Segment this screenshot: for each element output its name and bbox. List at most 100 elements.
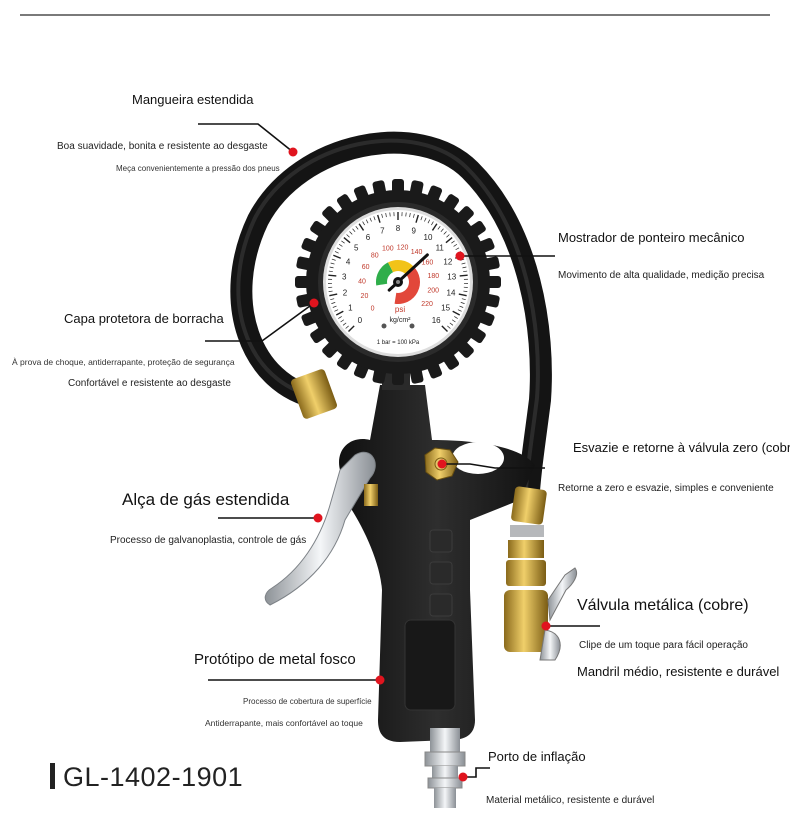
kg-tick	[453, 243, 458, 247]
kg-tick	[358, 223, 365, 231]
kg-tick	[463, 290, 468, 292]
kg-tick	[462, 266, 467, 269]
psi-tick-label: 0	[371, 305, 375, 312]
kg-tick-label: 12	[443, 257, 452, 266]
callout-inflation-port-title: Porto de inflação	[488, 749, 586, 764]
kg-tick	[445, 237, 453, 244]
kg-tick	[332, 305, 337, 308]
kg-tick	[330, 298, 335, 301]
kg-tick-label: 7	[380, 226, 385, 235]
kg-tick-label: 8	[396, 224, 401, 233]
psi-tick-label: 60	[362, 264, 370, 271]
kg-tick-label: 0	[358, 316, 363, 325]
kg-tick	[328, 270, 333, 273]
inflation-port-connector	[424, 728, 466, 808]
psi-tick-label: 80	[371, 252, 379, 259]
kg-tick	[443, 231, 447, 235]
dot-metal-valve	[541, 621, 551, 631]
kg-tick	[377, 214, 381, 223]
callout-hose-line2: Meça convenientemente a pressão dos pneu…	[116, 164, 280, 173]
dot-hose	[288, 147, 298, 157]
callout-prototype-title: Protótipo de metal fosco	[194, 651, 356, 668]
gun-body	[339, 385, 535, 742]
psi-tick-label: 40	[358, 278, 366, 285]
kg-tick-label: 15	[441, 303, 450, 312]
kg-tick	[336, 247, 341, 251]
kg-tick	[338, 243, 343, 247]
gauge-unit-psi: psi	[395, 305, 405, 314]
model-code-bar	[50, 763, 55, 789]
kg-tick	[335, 310, 344, 316]
kg-tick	[334, 309, 339, 312]
kg-tick	[458, 293, 467, 297]
kg-tick	[352, 228, 356, 233]
kg-tick-label: 13	[447, 273, 456, 282]
callout-inflation-port-line1: Material metálico, resistente e durável	[486, 795, 655, 806]
callout-handle-title: Alça de gás estendida	[122, 490, 290, 509]
kg-tick	[329, 293, 338, 297]
kg-tick	[451, 240, 455, 244]
psi-tick-label: 180	[427, 273, 439, 280]
kg-tick	[362, 221, 365, 226]
kg-tick	[328, 290, 333, 292]
kg-tick	[415, 214, 419, 223]
kg-tick-label: 11	[436, 244, 445, 253]
kg-tick	[342, 322, 347, 326]
kg-tick-label: 1	[348, 303, 353, 312]
kg-tick-label: 5	[354, 244, 359, 253]
kg-tick	[440, 228, 444, 233]
callout-handle-line1: Processo de galvanoplastia, controle de …	[110, 535, 307, 546]
kg-tick	[346, 234, 350, 238]
psi-tick-label: 120	[397, 244, 409, 251]
kg-tick	[447, 325, 451, 329]
callout-rubber-cap-line1: À prova de choque, antiderrapante, prote…	[12, 357, 235, 367]
callout-rubber-cap-line2: Confortável e resistente ao desgaste	[68, 378, 231, 389]
hose-left-fitting	[291, 369, 337, 419]
psi-tick-label: 200	[427, 288, 439, 295]
kg-tick	[341, 240, 345, 244]
kg-tick-label: 6	[366, 233, 371, 242]
kg-tick	[451, 319, 456, 323]
kg-tick	[330, 262, 335, 265]
callout-dial-title: Mostrador de ponteiro mecânico	[558, 230, 745, 245]
kg-tick	[349, 231, 353, 235]
callout-metal-valve-line2: Mandril médio, resistente e durável	[577, 664, 780, 679]
callout-metal-valve-line1: Clipe de um toque para fácil operação	[579, 640, 748, 651]
psi-tick-label: 160	[422, 259, 434, 266]
callout-zero-valve-title: Esvazie e retorne à válvula zero (cobre)	[573, 440, 790, 455]
callout-prototype-line2: Antiderrapante, mais confortável ao toqu…	[205, 718, 363, 728]
kg-tick	[454, 316, 458, 319]
kg-tick	[441, 325, 448, 332]
psi-tick-label: 20	[361, 293, 369, 300]
callout-dial-line1: Movimento de alta qualidade, medição pre…	[558, 270, 765, 281]
model-code: GL-1402-1901	[50, 762, 243, 793]
air-chuck	[504, 486, 578, 661]
dot-inflation-port	[458, 772, 468, 782]
callout-metal-valve-title: Válvula metálica (cobre)	[577, 597, 749, 614]
kg-tick-label: 10	[424, 233, 433, 242]
kg-tick-label: 14	[447, 289, 456, 298]
callout-rubber-cap-title: Capa protetora de borracha	[64, 311, 224, 326]
callout-leader-lines	[198, 123, 600, 778]
callout-hose-title: Mangueira estendida	[132, 92, 254, 107]
dot-handle	[313, 513, 323, 523]
kg-tick	[461, 262, 466, 265]
kg-tick	[409, 213, 411, 218]
kg-tick	[460, 302, 465, 304]
kg-tick	[340, 319, 345, 323]
kg-tick	[437, 225, 441, 230]
gauge-note: 1 bar = 100 kPa	[377, 340, 420, 346]
dot-zero-valve	[437, 459, 447, 469]
callout-hose-line1: Boa suavidade, bonita e resistente ao de…	[57, 141, 268, 152]
kg-tick	[420, 216, 423, 221]
kg-tick	[457, 309, 462, 312]
dot-rubber-cap	[309, 298, 319, 308]
kg-tick	[369, 217, 372, 222]
gauge-unit-kg: kg/cm²	[390, 317, 412, 324]
kg-tick	[427, 219, 431, 224]
callout-prototype-line1: Processo de cobertura de superfície	[243, 697, 372, 706]
kg-tick	[329, 266, 334, 269]
kg-tick	[463, 270, 468, 273]
